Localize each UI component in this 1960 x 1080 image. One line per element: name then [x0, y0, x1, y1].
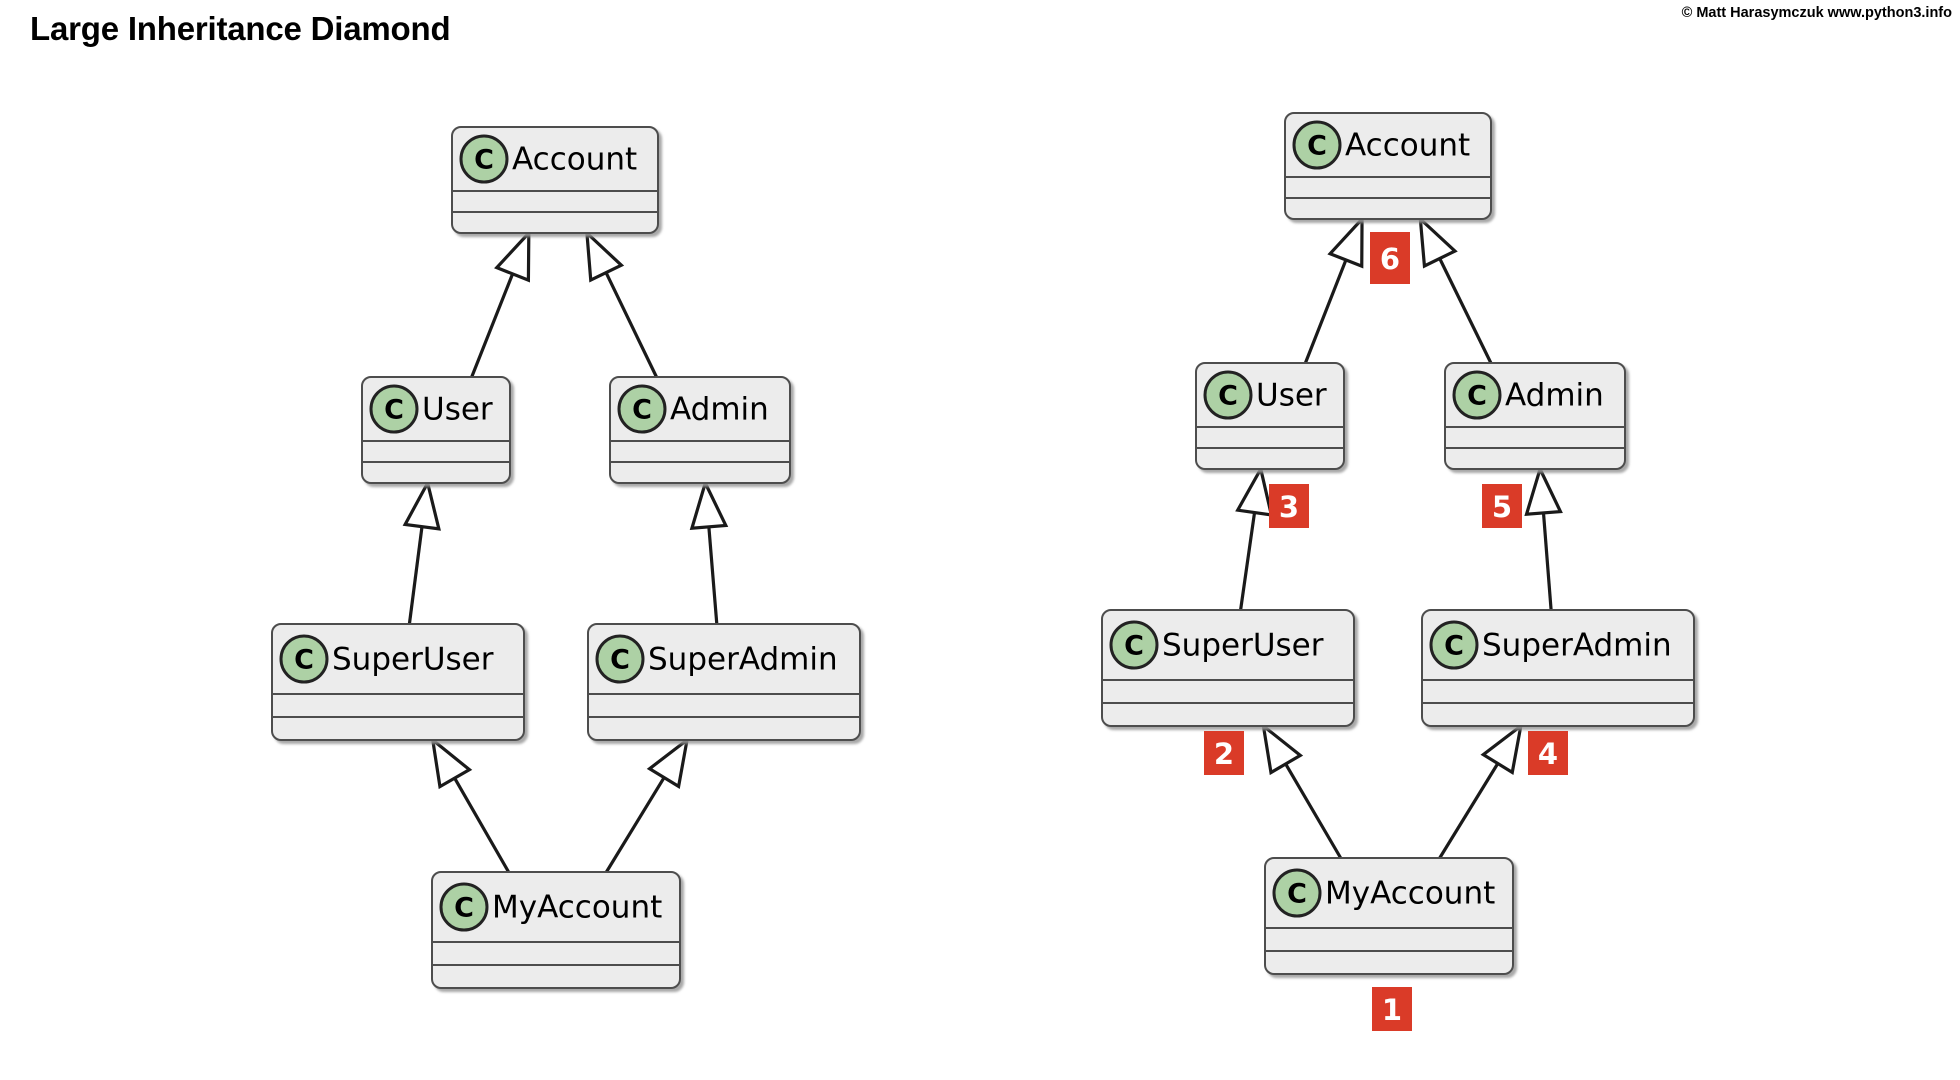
class-stereotype-icon	[595, 634, 645, 684]
class-name-label: SuperUser	[1162, 628, 1324, 664]
class-stereotype-letter: C	[1124, 631, 1144, 662]
uml-class-account[interactable]: C Account	[451, 126, 659, 234]
class-stereotype-letter: C	[1287, 879, 1307, 910]
mro-badge-5: 5	[1482, 484, 1522, 528]
edge-user-to-account[interactable]	[470, 228, 531, 378]
class-stereotype-letter: C	[1307, 131, 1327, 162]
edge-admin-to-account[interactable]	[1418, 215, 1493, 364]
edge-user-to-account[interactable]	[1303, 214, 1364, 364]
class-stereotype-icon	[439, 882, 489, 932]
mro-badge-label: 3	[1279, 490, 1299, 524]
class-name-label: MyAccount	[492, 890, 662, 926]
uml-class-user[interactable]: C User	[1195, 362, 1345, 470]
class-stereotype-icon	[617, 384, 667, 434]
mro-badge-2: 2	[1204, 731, 1244, 775]
edge-superadmin-to-admin[interactable]	[1524, 464, 1563, 611]
uml-class-superadmin[interactable]: C SuperAdmin	[1421, 609, 1695, 727]
uml-class-user[interactable]: C User	[361, 376, 511, 484]
class-name-label: Admin	[670, 392, 769, 428]
edge-admin-to-account[interactable]	[584, 229, 658, 378]
page-title: Large Inheritance Diamond	[30, 10, 451, 47]
class-stereotype-icon	[1272, 868, 1322, 918]
generalization-edges	[1235, 214, 1563, 859]
class-stereotype-icon	[1203, 370, 1253, 420]
class-name-label: SuperAdmin	[1482, 628, 1672, 664]
class-stereotype-icon	[1429, 620, 1479, 670]
class-name-label: MyAccount	[1325, 876, 1495, 912]
class-stereotype-letter: C	[454, 893, 474, 924]
class-name-label: Account	[1345, 128, 1470, 164]
edge-myaccount-to-superadmin[interactable]	[1438, 722, 1524, 859]
class-stereotype-icon	[1452, 370, 1502, 420]
uml-class-superuser[interactable]: C SuperUser	[271, 623, 525, 741]
uml-class-superadmin[interactable]: C SuperAdmin	[587, 623, 861, 741]
edge-superuser-to-user[interactable]	[1235, 464, 1274, 611]
mro-badge-1: 1	[1372, 987, 1412, 1031]
uml-class-superuser[interactable]: C SuperUser	[1101, 609, 1355, 727]
class-name-label: SuperUser	[332, 642, 494, 678]
mro-badge-3: 3	[1269, 484, 1309, 528]
class-name-label: User	[1256, 378, 1327, 414]
class-stereotype-letter: C	[294, 645, 314, 676]
mro-badge-6: 6	[1370, 232, 1410, 284]
class-name-label: User	[422, 392, 493, 428]
class-stereotype-letter: C	[474, 145, 494, 176]
class-name-label: Account	[512, 142, 637, 178]
edge-myaccount-to-superuser[interactable]	[1261, 722, 1343, 859]
class-stereotype-letter: C	[1444, 631, 1464, 662]
mro-badges: 1 2 3 4 5 6	[1204, 232, 1568, 1031]
class-stereotype-letter: C	[384, 395, 404, 426]
uml-class-account[interactable]: C Account	[1284, 112, 1492, 220]
mro-badge-label: 4	[1538, 737, 1558, 771]
class-name-label: Admin	[1505, 378, 1604, 414]
mro-badge-label: 5	[1492, 490, 1512, 524]
edge-superuser-to-user[interactable]	[402, 478, 441, 625]
edge-myaccount-to-superadmin[interactable]	[605, 736, 690, 873]
class-stereotype-letter: C	[610, 645, 630, 676]
copyright-notice: © Matt Harasymczuk www.python3.info	[1681, 5, 1952, 21]
class-stereotype-icon	[1109, 620, 1159, 670]
class-stereotype-icon	[279, 634, 329, 684]
edge-superadmin-to-admin[interactable]	[689, 478, 729, 625]
mro-badge-4: 4	[1528, 731, 1568, 775]
uml-class-myaccount[interactable]: C MyAccount	[431, 871, 681, 989]
edge-myaccount-to-superuser[interactable]	[430, 736, 510, 873]
class-stereotype-letter: C	[1467, 381, 1487, 412]
generalization-edges	[402, 228, 729, 873]
uml-class-admin[interactable]: C Admin	[609, 376, 791, 484]
uml-class-admin[interactable]: C Admin	[1444, 362, 1626, 470]
mro-badge-label: 2	[1214, 737, 1234, 771]
class-stereotype-icon	[369, 384, 419, 434]
class-stereotype-icon	[1292, 120, 1342, 170]
uml-class-myaccount[interactable]: C MyAccount	[1264, 857, 1514, 975]
class-name-label: SuperAdmin	[648, 642, 838, 678]
mro-badge-label: 6	[1380, 242, 1400, 276]
mro-badge-label: 1	[1382, 993, 1402, 1027]
class-stereotype-letter: C	[632, 395, 652, 426]
class-stereotype-icon	[459, 134, 509, 184]
class-stereotype-letter: C	[1218, 381, 1238, 412]
